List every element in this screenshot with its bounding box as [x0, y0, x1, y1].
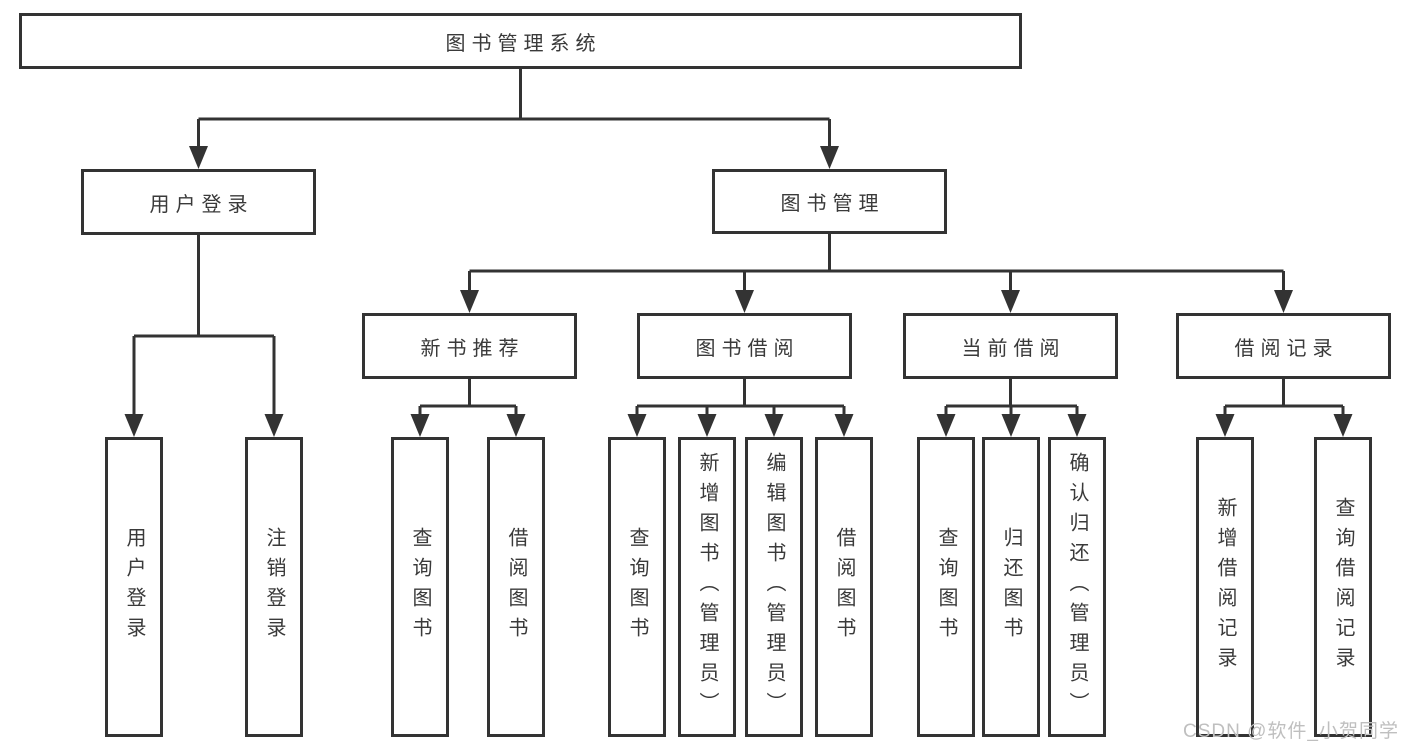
- leaf-bb-edit-books-admin: 编辑图书（管理员）: [745, 437, 803, 737]
- leaf-cb-confirm-return-admin-label: 确认归还（管理员）: [1066, 452, 1088, 722]
- leaf-bb-borrow-books: 借阅图书: [815, 437, 873, 737]
- leaf-nb-borrow-books: 借阅图书: [487, 437, 545, 737]
- node-borrowing-records: 借阅记录: [1176, 313, 1391, 379]
- node-new-book-recommend: 新书推荐: [362, 313, 577, 379]
- node-current-borrowing: 当前借阅: [903, 313, 1118, 379]
- edge-user-login-children: [124, 235, 284, 437]
- leaf-br-add-record: 新增借阅记录: [1196, 437, 1254, 737]
- leaf-nb-query-books: 查询图书: [391, 437, 449, 737]
- node-user-login: 用户登录: [81, 169, 316, 235]
- edge-root-to-level2: [189, 69, 839, 169]
- node-root: 图书管理系统: [19, 13, 1022, 69]
- leaf-br-add-record-label: 新增借阅记录: [1214, 497, 1236, 677]
- node-borrowing-records-label: 借阅记录: [1234, 337, 1339, 360]
- node-book-borrowing-label: 图书借阅: [695, 337, 800, 360]
- edge-book-management-children: [460, 234, 1293, 313]
- leaf-user-login: 用户登录: [105, 437, 163, 737]
- leaf-logout-label: 注销登录: [263, 527, 285, 647]
- leaf-cb-return-books-label: 归还图书: [1000, 527, 1022, 647]
- watermark: CSDN @软件_小贺同学: [1183, 721, 1399, 742]
- node-user-login-label: 用户登录: [149, 193, 254, 216]
- leaf-nb-query-books-label: 查询图书: [409, 527, 431, 647]
- leaf-cb-query-books-label: 查询图书: [935, 527, 957, 647]
- leaf-bb-edit-books-admin-label: 编辑图书（管理员）: [763, 452, 785, 722]
- leaf-bb-add-books-admin: 新增图书（管理员）: [678, 437, 736, 737]
- edge-current-borrowing-children: [936, 379, 1087, 437]
- node-book-borrowing: 图书借阅: [637, 313, 852, 379]
- leaf-bb-borrow-books-label: 借阅图书: [833, 527, 855, 647]
- node-current-borrowing-label: 当前借阅: [961, 337, 1066, 360]
- leaf-cb-query-books: 查询图书: [917, 437, 975, 737]
- edge-borrowing-records-children: [1215, 379, 1353, 437]
- node-root-label: 图书管理系统: [445, 32, 602, 55]
- edge-new-book-recommend-children: [410, 379, 526, 437]
- leaf-user-login-label: 用户登录: [123, 527, 145, 647]
- node-new-book-recommend-label: 新书推荐: [420, 337, 525, 360]
- leaf-cb-confirm-return-admin: 确认归还（管理员）: [1048, 437, 1106, 737]
- leaf-bb-add-books-admin-label: 新增图书（管理员）: [696, 452, 718, 722]
- leaf-br-query-record-label: 查询借阅记录: [1332, 497, 1354, 677]
- leaf-bb-query-books-label: 查询图书: [626, 527, 648, 647]
- edge-book-borrowing-children: [627, 379, 854, 437]
- node-book-management: 图书管理: [712, 169, 947, 234]
- leaf-nb-borrow-books-label: 借阅图书: [505, 527, 527, 647]
- leaf-bb-query-books: 查询图书: [608, 437, 666, 737]
- node-book-management-label: 图书管理: [780, 193, 885, 215]
- leaf-br-query-record: 查询借阅记录: [1314, 437, 1372, 737]
- leaf-logout: 注销登录: [245, 437, 303, 737]
- leaf-cb-return-books: 归还图书: [982, 437, 1040, 737]
